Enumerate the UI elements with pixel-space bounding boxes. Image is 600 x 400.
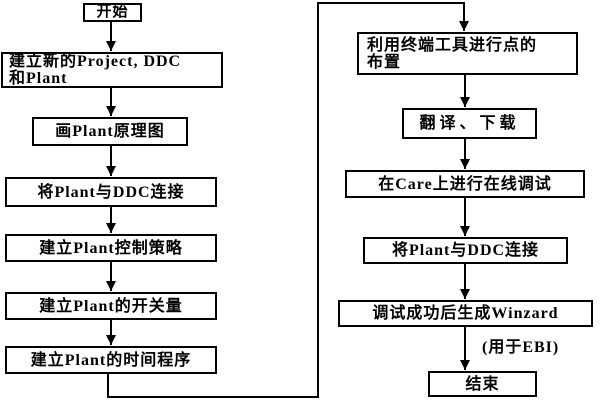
node-create-project: 建立新的Project, DDC 和Plant (1, 52, 223, 88)
node-start: 开始 (83, 3, 142, 22)
node-end: 结束 (428, 371, 537, 397)
node-generate-winzard: 调试成功后生成Winzard (338, 300, 593, 327)
node-terminal-point-layout: 利用终端工具进行点的 布置 (357, 32, 578, 75)
node-create-switch-values: 建立Plant的开关量 (5, 292, 217, 320)
connector-time-program-to-terminal-layout (107, 2, 469, 398)
node-create-time-program: 建立Plant的时间程序 (5, 346, 217, 374)
node-translate-download: 翻译、下载 (402, 108, 537, 139)
winzard-note-label: (用于EBI) (482, 339, 560, 356)
node-online-debug-care: 在Care上进行在线调试 (345, 170, 585, 198)
node-create-control-strategy: 建立Plant控制策略 (5, 234, 217, 262)
node-connect-plant-ddc: 将Plant与DDC连接 (5, 177, 217, 207)
node-draw-plant-diagram: 画Plant原理图 (32, 117, 188, 146)
node-connect-plant-ddc-2: 将Plant与DDC连接 (363, 237, 568, 264)
